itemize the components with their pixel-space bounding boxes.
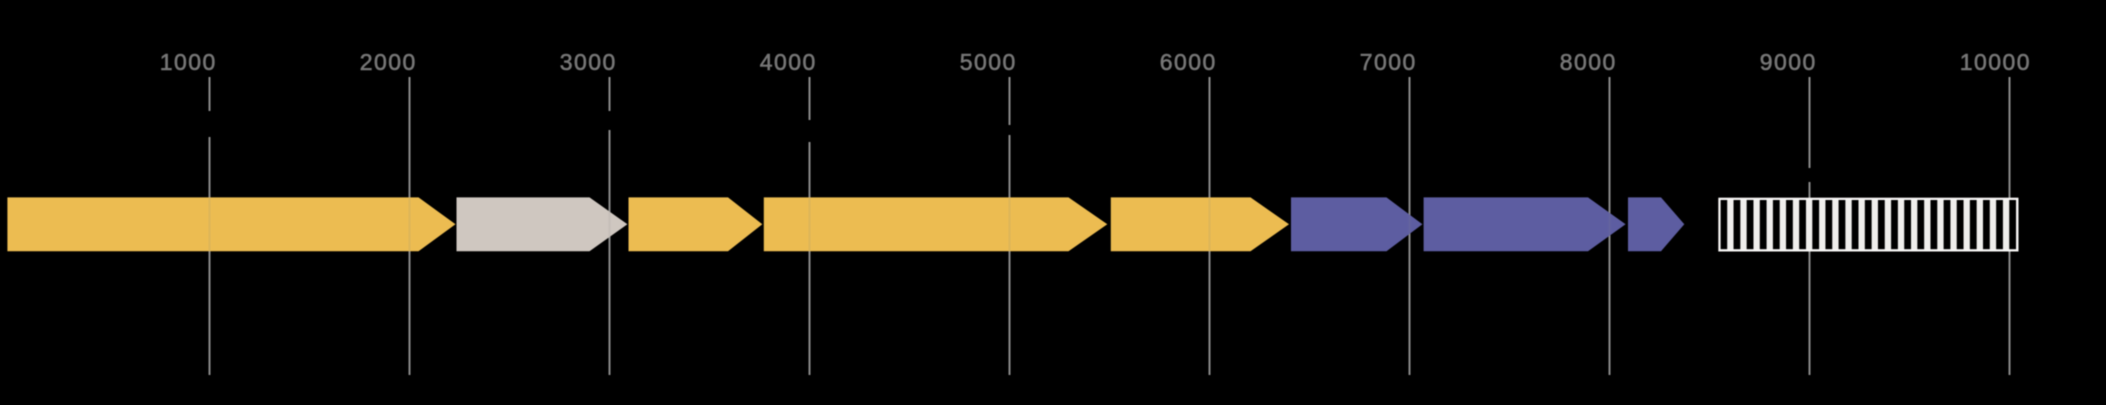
svg-text:9000: 9000 [1760,49,1817,75]
svg-text:7000: 7000 [1360,49,1417,75]
svg-text:2000: 2000 [360,49,417,75]
svg-text:1000: 1000 [160,49,217,75]
svg-text:8000: 8000 [1560,49,1617,75]
svg-text:3000: 3000 [560,49,617,75]
svg-text:5000: 5000 [960,49,1017,75]
svg-text:4000: 4000 [760,49,817,75]
svg-text:10000: 10000 [1960,49,2031,75]
svg-text:6000: 6000 [1160,49,1217,75]
